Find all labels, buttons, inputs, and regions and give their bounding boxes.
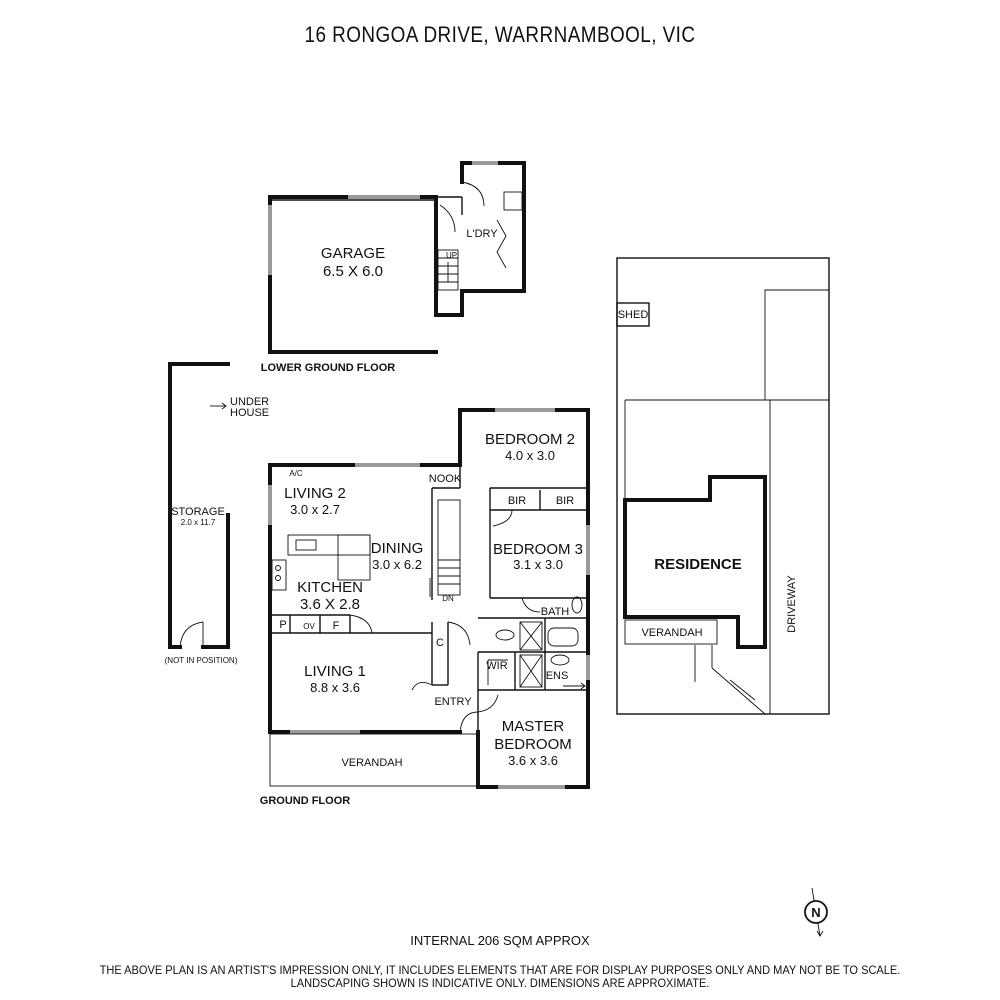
bedroom3-dims: 3.1 x 3.0	[513, 557, 563, 572]
bir-left-label: BIR	[508, 495, 526, 507]
disclaimer-line-1: THE ABOVE PLAN IS AN ARTIST'S IMPRESSION…	[99, 963, 901, 977]
ensuite-label: ENS	[546, 670, 569, 682]
storage-area: UNDER HOUSE STORAGE 2.0 x 11.7 (NOT IN P…	[165, 362, 269, 665]
site-plan: SHED RESIDENCE VERANDAH DRIVEWAY	[616, 257, 830, 715]
living2-label: LIVING 2	[284, 485, 346, 502]
bedroom3-label: BEDROOM 3	[493, 541, 583, 558]
dining-label: DINING	[371, 540, 424, 557]
fridge-label: F	[333, 620, 340, 632]
pantry-label: P	[279, 619, 286, 631]
bedroom2-label: BEDROOM 2	[485, 431, 575, 448]
ground-floor-label: GROUND FLOOR	[260, 795, 350, 807]
kitchen-dims: 3.6 X 2.8	[300, 596, 360, 613]
shed-label: SHED	[618, 309, 649, 321]
stair-up-label: UP	[446, 251, 457, 260]
internal-area: INTERNAL 206 SQM APPROX	[410, 933, 590, 948]
stair-down-label: DN	[442, 594, 454, 603]
compass-n-label: N	[811, 905, 820, 920]
garage-dims: 6.5 X 6.0	[323, 263, 383, 280]
garage-label: GARAGE	[321, 245, 385, 262]
living1-label: LIVING 1	[304, 663, 366, 680]
wir-label: WIR	[486, 660, 507, 672]
lower-floor-label: LOWER GROUND FLOOR	[261, 362, 395, 374]
living2-dims: 3.0 x 2.7	[290, 502, 340, 517]
kitchen-label: KITCHEN	[297, 579, 363, 596]
under-house-label-2: HOUSE	[230, 407, 269, 419]
bedroom2-dims: 4.0 x 3.0	[505, 448, 555, 463]
verandah-label: VERANDAH	[341, 757, 402, 769]
bath-label: BATH	[541, 606, 570, 618]
bir-right-label: BIR	[556, 495, 574, 507]
residence-label: RESIDENCE	[654, 556, 742, 573]
plan-title: 16 RONGOA DRIVE, WARRNAMBOOL, VIC	[304, 22, 696, 47]
nook-label: NOOK	[429, 473, 462, 485]
site-verandah-label: VERANDAH	[641, 627, 702, 639]
ground-floor: A/C NOOK BEDROOM 2 4.0 x 3.0 BIR BIR LIV…	[260, 408, 590, 807]
storage-dims: 2.0 x 11.7	[181, 518, 216, 527]
storage-note: (NOT IN POSITION)	[165, 656, 238, 665]
storage-label: STORAGE	[171, 506, 225, 518]
living1-dims: 8.8 x 3.6	[310, 680, 360, 695]
dining-dims: 3.0 x 6.2	[372, 557, 422, 572]
master-dims: 3.6 x 3.6	[508, 753, 558, 768]
lower-ground-floor: UP GARAGE 6.5 X 6.0 L'DRY LOWER GROUND F…	[261, 161, 526, 374]
entry-label: ENTRY	[434, 696, 472, 708]
master-label-1: MASTER	[502, 718, 565, 735]
disclaimer-line-2: LANDSCAPING SHOWN IS INDICATIVE ONLY. DI…	[290, 976, 710, 990]
ac-label: A/C	[289, 469, 303, 478]
master-label-2: BEDROOM	[494, 736, 572, 753]
north-compass: N	[804, 887, 828, 937]
cupboard-label: C	[436, 637, 444, 649]
oven-label: OV	[303, 622, 315, 631]
laundry-label: L'DRY	[466, 228, 498, 240]
under-house-label-1: UNDER	[230, 396, 269, 408]
driveway-label: DRIVEWAY	[786, 575, 798, 633]
